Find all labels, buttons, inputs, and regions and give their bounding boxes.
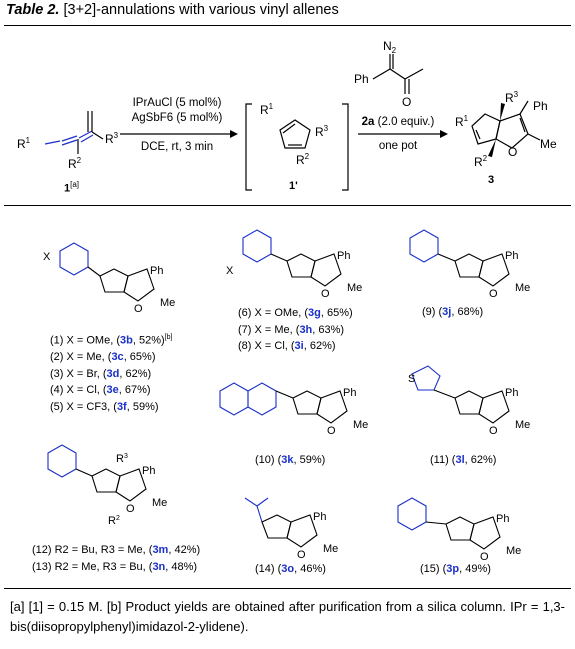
svg-text:Ph: Ph xyxy=(337,250,350,262)
product-cyclopentene xyxy=(471,113,501,145)
svg-text:Ph: Ph xyxy=(142,465,155,477)
svg-text:Ph: Ph xyxy=(343,387,356,399)
svg-text:Me: Me xyxy=(515,282,530,294)
compound-3-label: 3 xyxy=(488,174,495,186)
svg-text:Ph: Ph xyxy=(313,511,326,523)
svg-text:O: O xyxy=(321,288,330,300)
svg-text:R2: R2 xyxy=(296,152,310,167)
svg-text:Me: Me xyxy=(160,297,175,309)
reagent-label: 2a (2.0 equiv.) xyxy=(361,116,435,128)
scheme-rule xyxy=(4,205,571,206)
svg-text:R3: R3 xyxy=(505,90,519,105)
svg-text:R2: R2 xyxy=(108,515,120,527)
svg-text:Me: Me xyxy=(353,419,368,431)
svg-text:Ph: Ph xyxy=(533,99,548,113)
entry-2: (2) X = Me, (3c, 65%) xyxy=(50,351,156,364)
atom-n2: N2 xyxy=(383,39,397,55)
svg-text:R1: R1 xyxy=(260,102,274,117)
table-footnote: [a] [1] = 0.15 M. [b] Product yields are… xyxy=(10,599,565,634)
svg-text:X: X xyxy=(226,265,234,277)
conditions-step-1: IPrAuCl (5 mol%) AgSbF6 (5 mol%) xyxy=(122,96,232,126)
svg-text:O: O xyxy=(480,551,489,563)
atom-r1: R1 xyxy=(17,136,31,151)
svg-text:Me: Me xyxy=(506,545,521,557)
svg-text:Me: Me xyxy=(323,543,338,555)
svg-text:O: O xyxy=(402,95,411,109)
entry-15: (15) (3p, 49%) xyxy=(420,563,491,575)
entry-8: (8) X = Cl, (3i, 62%) xyxy=(238,340,336,352)
entry-7: (7) X = Me, (3h, 63%) xyxy=(238,323,345,336)
entries-6-8: (6) X = OMe, (3g, 65%) (7) X = Me, (3h, … xyxy=(238,305,353,355)
svg-text:Ph: Ph xyxy=(505,250,518,262)
reaction-scheme: R1 R3 R2 R1 R3 R2 N2 Ph O R1 R3 Ph Me O … xyxy=(17,39,557,191)
table-number: Table 2. xyxy=(6,2,60,18)
allene-bond-1 xyxy=(44,140,61,145)
svg-text:O: O xyxy=(508,145,517,159)
entry-4: (4) X = Cl, (3e, 67%) xyxy=(50,384,151,397)
svg-text:Ph: Ph xyxy=(150,265,163,277)
table-title: Table 2. [3+2]-annulations with various … xyxy=(6,2,339,18)
entry-10: (10) (3k, 59%) xyxy=(255,454,326,466)
svg-text:S: S xyxy=(408,373,415,385)
cocatalyst-label: AgSbF6 (5 mol%) xyxy=(131,112,223,124)
svg-text:Me: Me xyxy=(515,419,530,431)
svg-text:Me: Me xyxy=(540,137,557,151)
svg-text:O: O xyxy=(489,288,498,300)
entry-13: (13) R2 = Me, R3 = Bu, (3n, 48%) xyxy=(32,560,198,573)
compound-1prime-label: 1' xyxy=(289,180,298,192)
svg-text:O: O xyxy=(327,425,336,437)
entry-6: (6) X = OMe, (3g, 65%) xyxy=(238,307,353,319)
bottom-rule xyxy=(4,588,571,589)
svg-text:R3: R3 xyxy=(116,453,128,465)
entry-12: (12) R2 = Bu, R3 = Me, (3m, 42%) xyxy=(32,544,201,556)
svg-text:R2: R2 xyxy=(474,154,488,169)
entry-5: (5) X = CF3, (3f, 59%) xyxy=(50,400,159,413)
svg-text:X: X xyxy=(43,251,51,263)
atom-r2: R2 xyxy=(68,156,82,171)
catalyst-label: IPrAuCl (5 mol%) xyxy=(132,97,222,109)
atom-r3: R3 xyxy=(105,131,119,146)
svg-text:R1: R1 xyxy=(455,114,469,129)
svg-text:Me: Me xyxy=(152,497,167,509)
one-pot-label: one pot xyxy=(378,140,418,152)
compound-1-label: 1[a] xyxy=(64,180,80,195)
svg-text:Ph: Ph xyxy=(496,513,509,525)
top-rule xyxy=(4,25,571,26)
entry-3: (3) X = Br, (3d, 62%) xyxy=(50,367,152,380)
table-caption: [3+2]-annulations with various vinyl all… xyxy=(59,2,339,18)
svg-text:O: O xyxy=(126,503,135,515)
entry-14: (14) (3o, 46%) xyxy=(255,563,326,575)
entry-1: (1) X = OMe, (3b, 52%)[b] xyxy=(50,334,173,347)
svg-text:Ph: Ph xyxy=(505,387,518,399)
product-dihydrofuran xyxy=(495,113,529,149)
entries-12-13: (12) R2 = Bu, R3 = Me, (3m, 42%) (13) R2… xyxy=(32,542,200,575)
svg-text:O: O xyxy=(297,549,306,561)
svg-text:Me: Me xyxy=(347,282,362,294)
solvent-time-label: DCE, rt, 3 min xyxy=(140,141,214,153)
svg-text:R3: R3 xyxy=(315,124,329,139)
cyclopentadiene-ring xyxy=(279,119,311,149)
svg-text:O: O xyxy=(134,303,143,315)
svg-text:Ph: Ph xyxy=(354,72,369,86)
svg-text:O: O xyxy=(489,425,498,437)
entry-11: (11) (3l, 62%) xyxy=(430,454,497,466)
entry-9: (9) (3j, 68%) xyxy=(422,306,484,318)
entries-1-5: (1) X = OMe, (3b, 52%)[b] (2) X = Me, (3… xyxy=(50,330,172,415)
